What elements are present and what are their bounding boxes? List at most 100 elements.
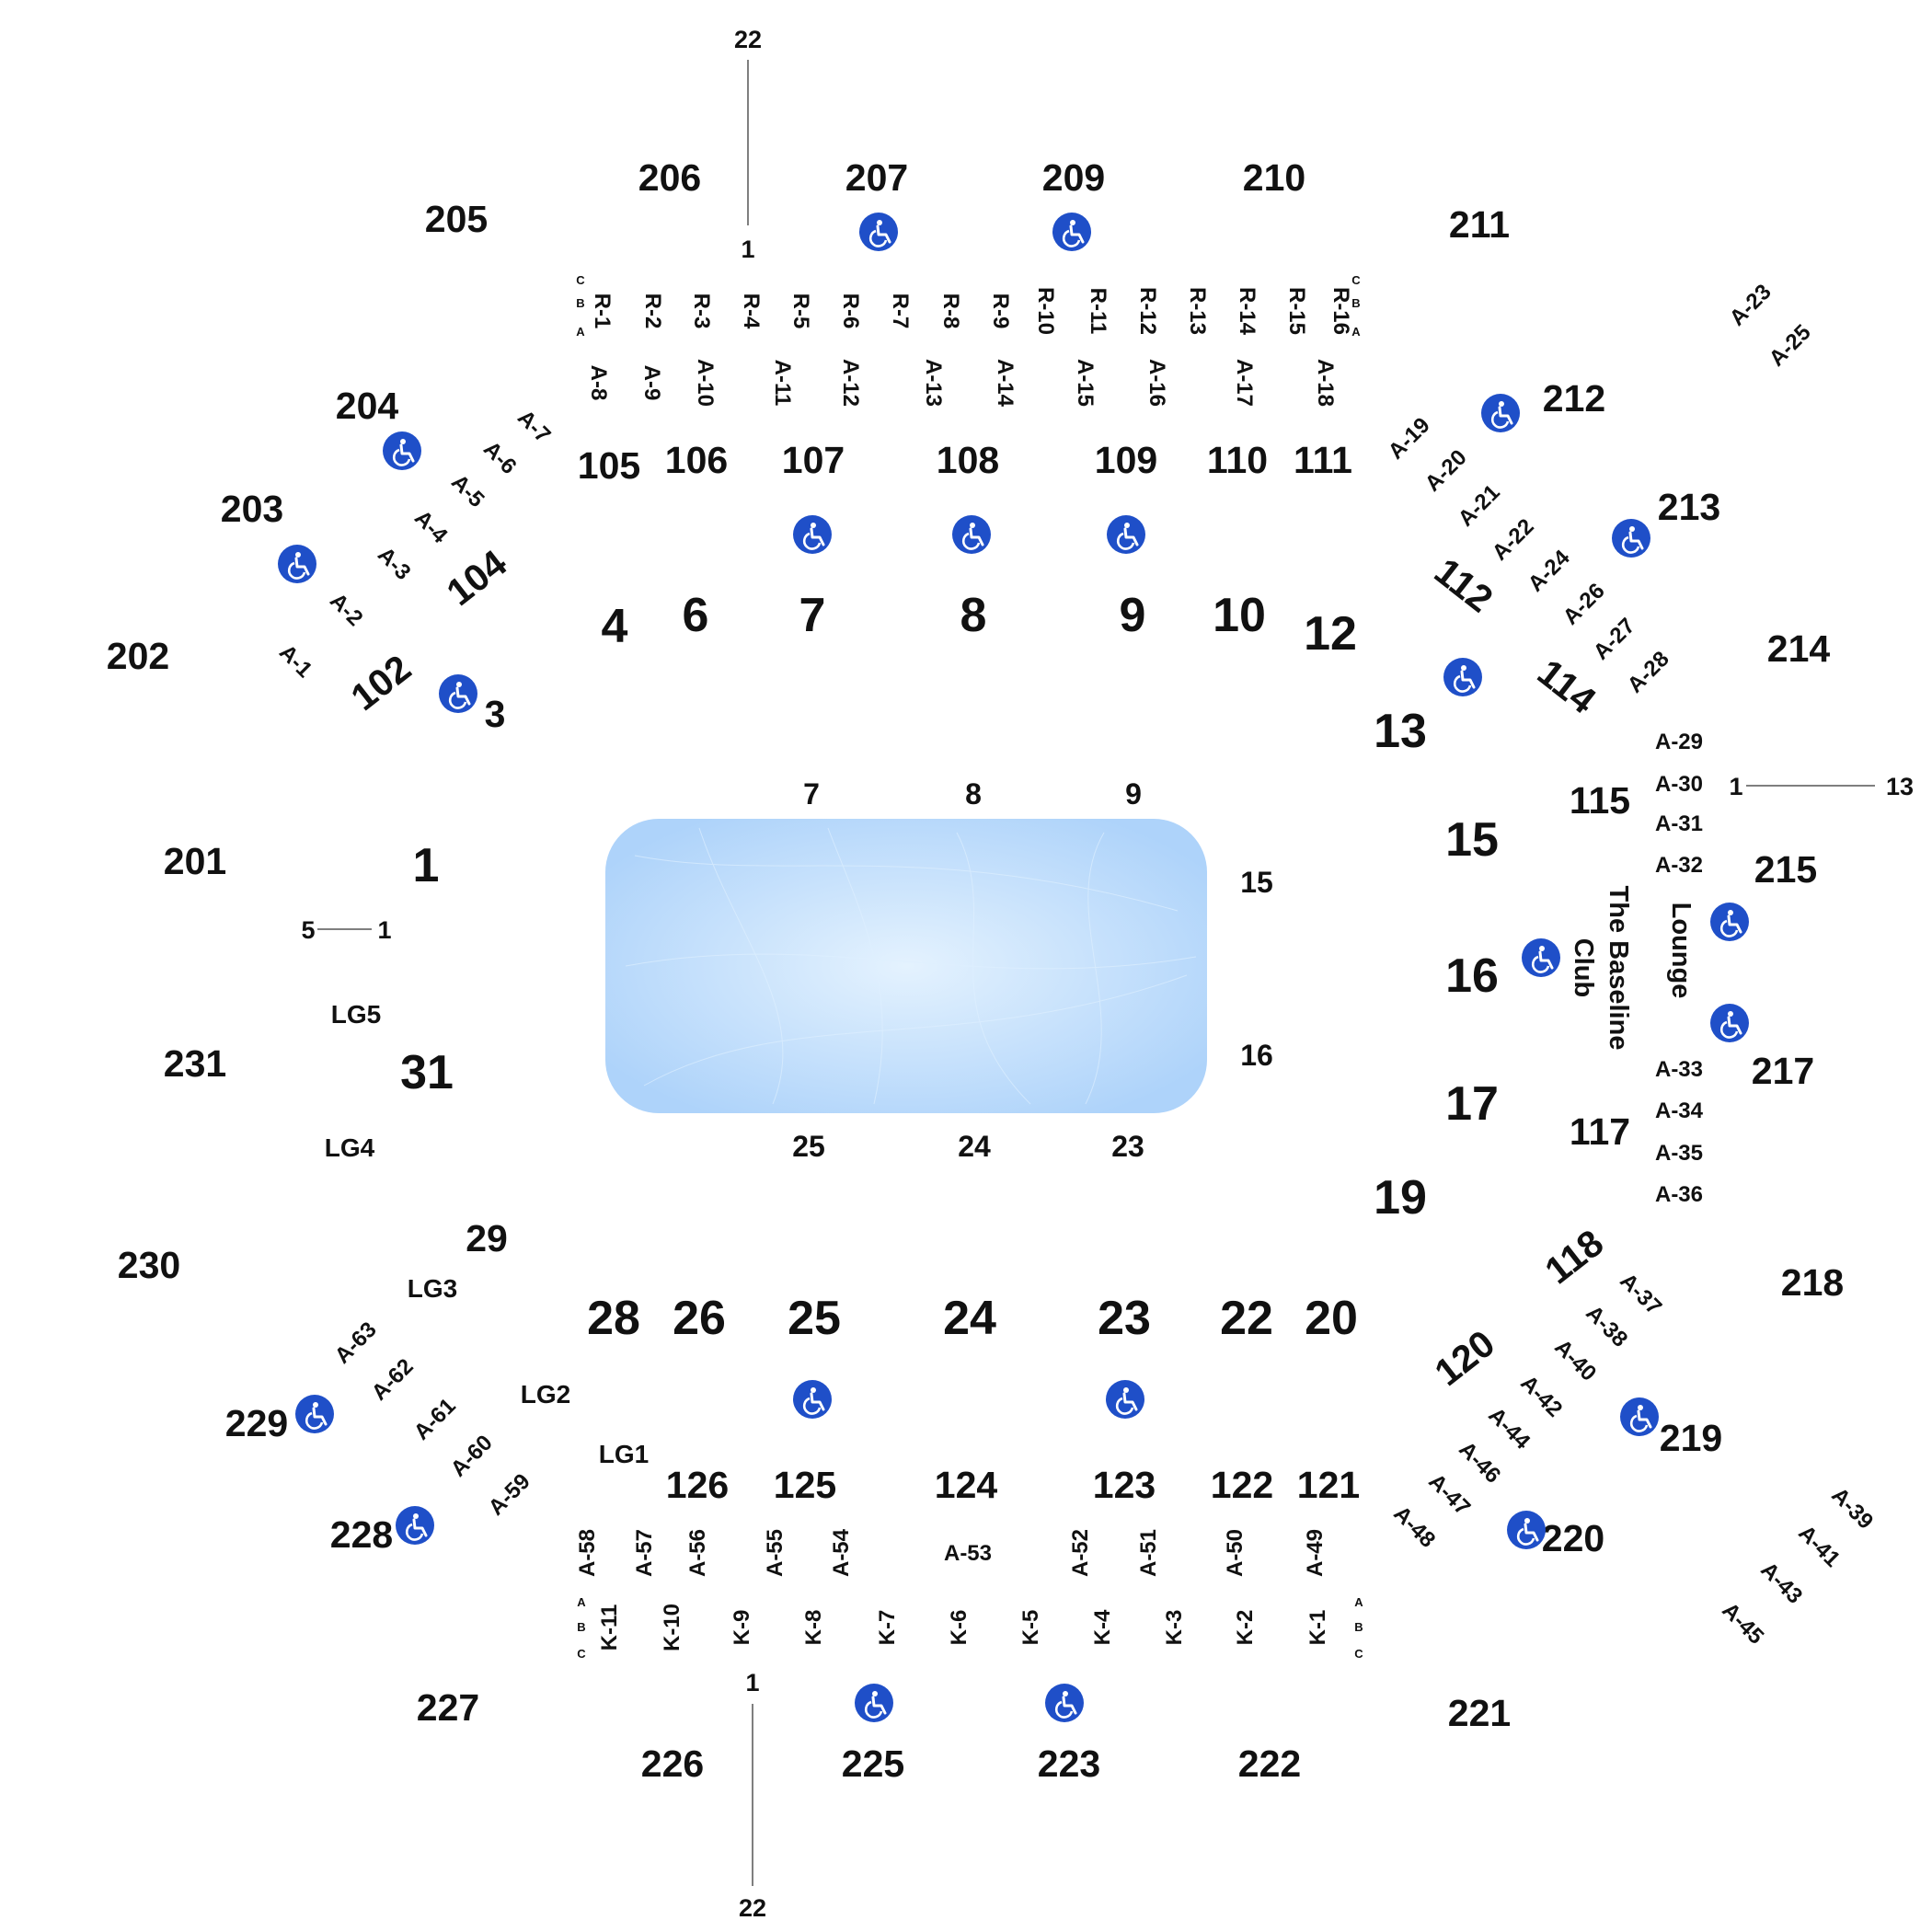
section-213[interactable]: 213: [1658, 486, 1720, 528]
floor-sections: 1 3 4 6 7 8 9 10 12 13 15 16 17 19 20 22…: [400, 589, 1499, 1345]
section-221[interactable]: 221: [1448, 1692, 1511, 1734]
floor-section-20[interactable]: 20: [1305, 1292, 1358, 1345]
loge-box-lg5[interactable]: LG5: [331, 1000, 381, 1029]
aisle-label: A-46: [1454, 1437, 1505, 1489]
loge-box-lg2[interactable]: LG2: [521, 1380, 570, 1409]
box-row-b-top-right: B: [1351, 296, 1360, 310]
section-104[interactable]: 104: [439, 542, 514, 614]
section-202[interactable]: 202: [107, 635, 169, 677]
wheelchair-accessible-icon: [1051, 211, 1093, 253]
section-207[interactable]: 207: [845, 156, 908, 199]
floor-section-7[interactable]: 7: [799, 589, 826, 642]
floor-section-26[interactable]: 26: [673, 1292, 726, 1345]
aisle-labels-far-bottom-right: A-39A-41A-43A-45: [1717, 1483, 1878, 1650]
box-top-label: R-8: [938, 293, 963, 329]
section-204[interactable]: 204: [336, 385, 399, 427]
floor-section-4[interactable]: 4: [602, 600, 628, 653]
wheelchair-accessible-icon: [1104, 1378, 1146, 1420]
section-112[interactable]: 112: [1427, 550, 1501, 621]
section-228[interactable]: 228: [330, 1513, 393, 1556]
section-206[interactable]: 206: [638, 156, 701, 199]
section-205[interactable]: 205: [425, 198, 488, 240]
section-218[interactable]: 218: [1781, 1261, 1844, 1304]
floor-section-17[interactable]: 17: [1445, 1077, 1499, 1131]
row-scale-right-end: 13: [1886, 773, 1914, 800]
floor-section-24[interactable]: 24: [943, 1292, 996, 1345]
section-107[interactable]: 107: [782, 439, 845, 481]
section-203[interactable]: 203: [221, 488, 283, 530]
section-223[interactable]: 223: [1038, 1742, 1100, 1785]
wheelchair-accessible-icon: [1105, 513, 1147, 556]
section-121[interactable]: 121: [1297, 1464, 1360, 1506]
section-211[interactable]: 211: [1449, 203, 1510, 246]
aisle-label: A-47: [1423, 1469, 1475, 1521]
section-209[interactable]: 209: [1042, 156, 1105, 199]
floor-section-16[interactable]: 16: [1445, 949, 1499, 1003]
aisle-label: A-7: [512, 405, 555, 447]
floor-section-3[interactable]: 3: [485, 693, 506, 735]
section-120[interactable]: 120: [1427, 1322, 1502, 1394]
section-123[interactable]: 123: [1093, 1464, 1156, 1506]
floor-section-1[interactable]: 1: [413, 839, 440, 892]
rink-label-bottom-24: 24: [958, 1130, 991, 1163]
floor-section-25[interactable]: 25: [788, 1292, 841, 1345]
box-bottom-label: K-11: [597, 1604, 622, 1651]
floor-section-8[interactable]: 8: [960, 589, 987, 642]
loge-box-lg1[interactable]: LG1: [599, 1440, 649, 1468]
section-222[interactable]: 222: [1238, 1742, 1301, 1785]
section-106[interactable]: 106: [665, 439, 728, 481]
floor-section-12[interactable]: 12: [1304, 607, 1357, 661]
section-126[interactable]: 126: [666, 1464, 729, 1506]
section-122[interactable]: 122: [1211, 1464, 1273, 1506]
section-105[interactable]: 105: [578, 444, 640, 487]
floor-section-10[interactable]: 10: [1213, 589, 1266, 642]
floor-section-6[interactable]: 6: [683, 589, 709, 642]
floor-section-19[interactable]: 19: [1374, 1171, 1427, 1225]
section-225[interactable]: 225: [842, 1742, 904, 1785]
loge-box-lg4[interactable]: LG4: [325, 1133, 375, 1162]
section-217[interactable]: 217: [1752, 1050, 1814, 1092]
floor-section-15[interactable]: 15: [1445, 813, 1499, 867]
section-114[interactable]: 114: [1530, 651, 1604, 722]
aisle-label: A-55: [763, 1529, 788, 1577]
section-115[interactable]: 115: [1570, 779, 1630, 822]
section-226[interactable]: 226: [641, 1742, 704, 1785]
rink-label-bottom-23: 23: [1111, 1130, 1144, 1163]
floor-section-23[interactable]: 23: [1098, 1292, 1151, 1345]
section-227[interactable]: 227: [417, 1686, 479, 1729]
section-111[interactable]: 111: [1294, 439, 1352, 481]
section-110[interactable]: 110: [1207, 439, 1268, 481]
section-109[interactable]: 109: [1095, 439, 1157, 481]
section-124[interactable]: 124: [935, 1464, 998, 1506]
section-231[interactable]: 231: [164, 1042, 226, 1085]
section-212[interactable]: 212: [1543, 377, 1605, 420]
aisle-label: A-50: [1223, 1529, 1248, 1577]
loge-box-lg3[interactable]: LG3: [408, 1274, 457, 1303]
floor-section-29[interactable]: 29: [466, 1217, 508, 1259]
rink-label-top-8: 8: [965, 777, 982, 811]
section-125[interactable]: 125: [774, 1464, 836, 1506]
section-201[interactable]: 201: [164, 840, 226, 882]
floor-section-31[interactable]: 31: [400, 1046, 454, 1099]
section-108[interactable]: 108: [937, 439, 999, 481]
floor-section-9[interactable]: 9: [1120, 589, 1146, 642]
section-117[interactable]: 117: [1570, 1110, 1630, 1153]
box-bottom-label: K-6: [947, 1610, 972, 1646]
box-bottom-label: K-4: [1090, 1609, 1115, 1645]
section-118[interactable]: 118: [1537, 1222, 1611, 1293]
section-230[interactable]: 230: [118, 1244, 180, 1286]
wheelchair-accessible-icon: [1618, 1396, 1661, 1438]
section-215[interactable]: 215: [1754, 848, 1817, 891]
aisle-label: A-23: [1725, 280, 1777, 331]
wheelchair-accessible-icon: [791, 1378, 834, 1420]
aisle-label: A-58: [575, 1529, 600, 1577]
section-229[interactable]: 229: [225, 1402, 288, 1444]
floor-section-22[interactable]: 22: [1220, 1292, 1273, 1345]
section-214[interactable]: 214: [1767, 627, 1831, 670]
floor-section-28[interactable]: 28: [587, 1292, 640, 1345]
floor-section-13[interactable]: 13: [1374, 705, 1427, 758]
section-219[interactable]: 219: [1660, 1417, 1722, 1459]
section-210[interactable]: 210: [1243, 156, 1305, 199]
section-102[interactable]: 102: [343, 647, 419, 719]
section-220[interactable]: 220: [1542, 1517, 1604, 1559]
